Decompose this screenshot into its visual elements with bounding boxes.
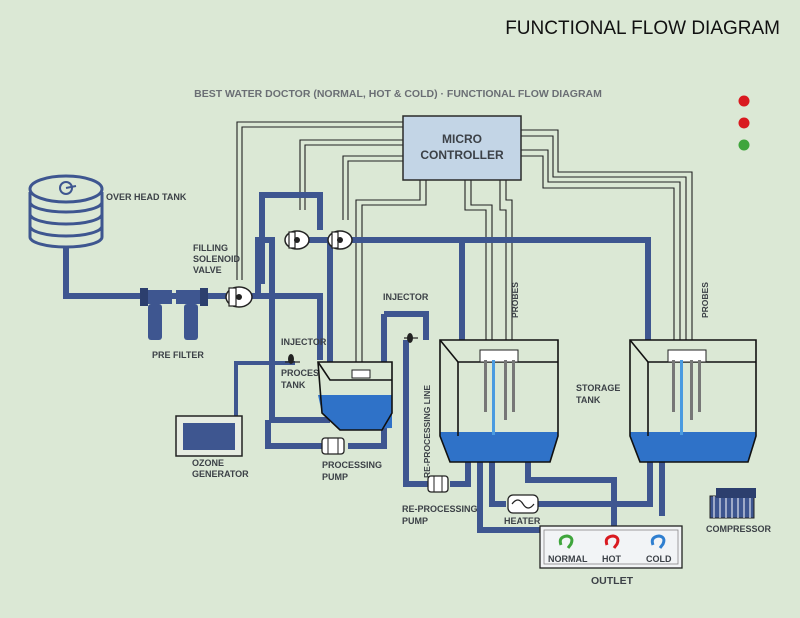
process-tank-label-2: TANK bbox=[281, 380, 306, 390]
ozone-generator bbox=[175, 415, 243, 457]
processing-pump-label-1: PROCESSING bbox=[322, 460, 382, 470]
ozone-label-2: GENERATOR bbox=[192, 469, 249, 479]
reprocessing-pump-label-1: RE-PROCESSING bbox=[402, 504, 478, 514]
storage-tank-label-1: STORAGE bbox=[576, 383, 620, 393]
reprocessing-line-label: RE-PROCESSING LINE bbox=[422, 385, 432, 478]
microcontroller-label-2: CONTROLLER bbox=[420, 148, 504, 162]
tap-cold-icon bbox=[650, 534, 666, 549]
overhead-tank-label: OVER HEAD TANK bbox=[106, 192, 187, 202]
pre-filter bbox=[140, 288, 208, 340]
tap-hot-label: HOT bbox=[602, 554, 622, 564]
tap-hot[interactable]: HOT bbox=[602, 534, 622, 564]
reprocessing-pump-label-2: PUMP bbox=[402, 516, 428, 526]
injector-left bbox=[285, 354, 300, 364]
indicator-light-red-1 bbox=[738, 95, 750, 107]
heater bbox=[507, 494, 539, 514]
processing-pump bbox=[321, 437, 345, 455]
reprocessing-pump bbox=[427, 475, 449, 493]
storage-tank-2 bbox=[629, 339, 757, 463]
diagram-subtitle: BEST WATER DOCTOR (NORMAL, HOT & COLD) ·… bbox=[194, 88, 602, 100]
tap-cold[interactable]: COLD bbox=[646, 534, 672, 564]
page-title: FUNCTIONAL FLOW DIAGRAM bbox=[505, 18, 780, 39]
indicator-light-red-2 bbox=[738, 117, 750, 129]
filling-label-3: VALVE bbox=[193, 265, 222, 275]
indicator-light-green bbox=[738, 139, 750, 151]
processing-pump-label-2: PUMP bbox=[322, 472, 348, 482]
ozone-label-1: OZONE bbox=[192, 458, 224, 468]
filling-solenoid-valve bbox=[225, 286, 253, 308]
overhead-tank bbox=[28, 174, 104, 249]
microcontroller-label-1: MICRO bbox=[442, 132, 482, 146]
tap-cold-label: COLD bbox=[646, 554, 672, 564]
control-wires bbox=[236, 121, 693, 375]
injector-mid-label: INJECTOR bbox=[383, 292, 429, 302]
outlet-panel bbox=[539, 525, 683, 569]
tap-normal[interactable]: NORMAL bbox=[548, 534, 588, 564]
filling-label-1: FILLING bbox=[193, 243, 228, 253]
probes-label-2: PROBES bbox=[700, 282, 710, 318]
heater-label: HEATER bbox=[504, 516, 541, 526]
storage-tank-label-2: TANK bbox=[576, 395, 601, 405]
process-tank bbox=[317, 361, 393, 431]
storage-tank-1 bbox=[439, 339, 559, 463]
outlet-label: OUTLET bbox=[591, 575, 634, 587]
injector-left-label: INJECTOR bbox=[281, 337, 327, 347]
tap-hot-icon bbox=[604, 534, 620, 549]
compressor bbox=[709, 488, 756, 519]
water-pipes bbox=[63, 192, 665, 533]
solenoid-valves-top bbox=[284, 230, 353, 250]
microcontroller: MICRO CONTROLLER bbox=[402, 115, 522, 181]
process-tank-label-1: PROCESS bbox=[281, 368, 325, 378]
injector-mid bbox=[404, 333, 418, 343]
probes-label-1: PROBES bbox=[510, 282, 520, 318]
filling-label-2: SOLENOID bbox=[193, 254, 241, 264]
compressor-label: COMPRESSOR bbox=[706, 524, 772, 534]
tap-normal-icon bbox=[558, 534, 574, 549]
tap-normal-label: NORMAL bbox=[548, 554, 588, 564]
pre-filter-label: PRE FILTER bbox=[152, 350, 204, 360]
